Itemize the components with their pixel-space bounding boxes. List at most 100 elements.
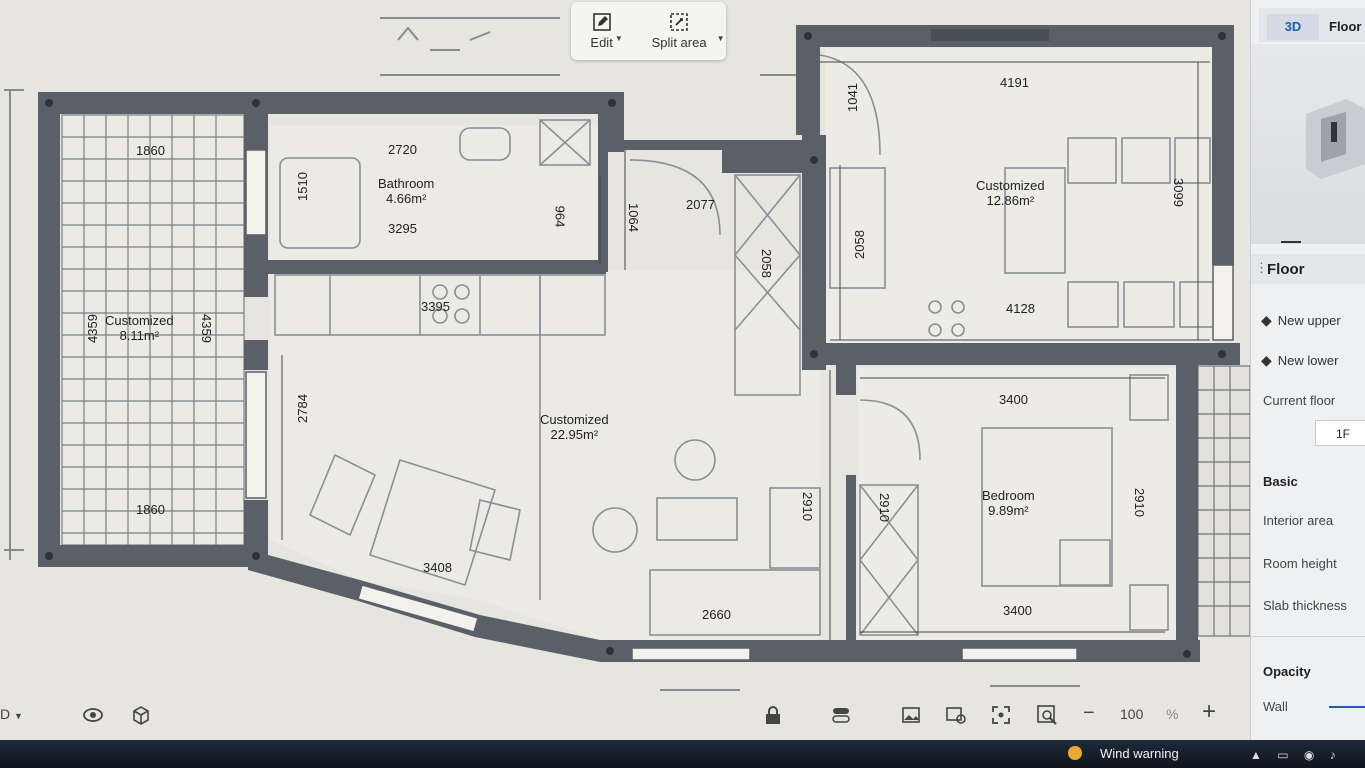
- dim-balcony-left: 4359: [84, 314, 100, 343]
- new-upper-label: New upper: [1277, 312, 1341, 328]
- toggle-icon[interactable]: [830, 704, 852, 726]
- split-area-button[interactable]: Split area ▼: [646, 12, 725, 50]
- dim-living-left: 2784: [294, 394, 310, 423]
- warning-icon: [1068, 746, 1082, 760]
- wall-opacity-slider[interactable]: [1329, 706, 1365, 708]
- current-floor-label: Current floor: [1263, 393, 1336, 408]
- dim-kitchen: 3395: [421, 299, 450, 314]
- bottom-toolbar: D ▼ − 100 % +: [0, 690, 1250, 740]
- dim-hall-door: 1064: [625, 203, 641, 232]
- floorplan-drawing: [0, 0, 1250, 740]
- room-name: Bathroom: [378, 176, 435, 191]
- floor-option-1f[interactable]: 1F: [1315, 420, 1365, 446]
- zoom-level[interactable]: 100: [1120, 706, 1144, 722]
- zoom-out-button[interactable]: −: [1083, 702, 1095, 724]
- opacity-section-label: Opacity: [1263, 664, 1311, 679]
- dim-top-room-right: 3099: [1170, 178, 1186, 207]
- dim-bedroom-left: 2910: [876, 493, 892, 522]
- dim-balcony-right: 4359: [198, 314, 214, 343]
- dim-living-bottom: 3408: [423, 560, 452, 575]
- room-area: 9.89m²: [988, 503, 1029, 518]
- dim-balcony-top: 1860: [136, 143, 165, 158]
- 3d-preview[interactable]: [1251, 44, 1365, 244]
- room-name: Customized: [976, 178, 1045, 193]
- room-label-bathroom[interactable]: Bathroom 4.66m²: [378, 176, 434, 206]
- new-upper-button[interactable]: ◆ New upper: [1261, 305, 1365, 335]
- layers-up-icon: ◆: [1261, 311, 1272, 328]
- room-name: Customized: [540, 412, 609, 427]
- dim-top-room-top: 4191: [1000, 75, 1029, 90]
- zoom-in-button[interactable]: +: [1202, 698, 1217, 725]
- room-label-balcony[interactable]: Customized 8.11m²: [105, 313, 174, 343]
- room-area: 22.95m²: [550, 427, 599, 442]
- dim-top-room-left: 2058: [851, 230, 867, 259]
- room-label-bedroom[interactable]: Bedroom 9.89m²: [982, 488, 1035, 518]
- edit-toolbar: Edit ▼ Split area ▼: [571, 2, 726, 60]
- view-3d-tab[interactable]: 3D: [1267, 14, 1319, 40]
- zoom-unit: %: [1166, 706, 1179, 722]
- dim-bath-bottom: 3295: [388, 221, 417, 236]
- split-area-icon: [670, 13, 688, 31]
- room-area: 12.86m²: [986, 193, 1035, 208]
- interior-area-label: Interior area: [1263, 513, 1334, 528]
- os-taskbar: Wind warning ▲ ▭ ◉ ♪: [0, 740, 1365, 768]
- floor-section-header: ⋮ Floor: [1251, 254, 1365, 284]
- floor-title: Floor: [1267, 261, 1305, 278]
- dim-hall-width: 2077: [686, 197, 715, 212]
- zoom-fit-icon[interactable]: [1036, 704, 1058, 726]
- cube-icon[interactable]: [130, 704, 152, 726]
- dim-closet: 2058: [758, 249, 774, 278]
- layers-down-icon: ◆: [1261, 351, 1272, 368]
- room-height-label: Room height: [1263, 556, 1337, 571]
- edit-icon: [592, 13, 611, 31]
- chevron-down-icon: ▼: [716, 34, 725, 43]
- view-mode-label: D: [0, 706, 11, 722]
- floorplan-canvas[interactable]: Bathroom 4.66m² Customized 8.11m² Custom…: [0, 0, 1250, 740]
- room-label-living[interactable]: Customized 22.95m²: [540, 412, 609, 442]
- dim-balcony-bottom: 1860: [136, 502, 165, 517]
- dim-living-floor: 2660: [702, 607, 731, 622]
- eye-icon[interactable]: [82, 704, 104, 726]
- image-settings-icon[interactable]: [945, 704, 967, 726]
- dim-bedroom-right: 2910: [1131, 488, 1147, 517]
- new-lower-button[interactable]: ◆ New lower: [1261, 345, 1365, 375]
- view-mode-dropdown[interactable]: D ▼: [0, 706, 23, 722]
- dim-top-room-door: 1041: [844, 83, 860, 112]
- balcony-tiles: [61, 114, 245, 546]
- room-label-top-room[interactable]: Customized 12.86m²: [976, 178, 1045, 208]
- dim-living-right: 2910: [799, 492, 815, 521]
- wall-opacity-label: Wall: [1263, 699, 1288, 714]
- properties-panel: 3D Floor ⋮ Floor ◆ New upper ◆ New lower…: [1250, 0, 1365, 745]
- view-floor-tab[interactable]: Floor: [1329, 19, 1362, 34]
- dim-bath-door: 964: [552, 205, 568, 228]
- basic-section-label: Basic: [1263, 474, 1298, 489]
- tray-icons[interactable]: ▲ ▭ ◉ ♪: [1250, 748, 1342, 762]
- focus-icon[interactable]: [990, 704, 1012, 726]
- menu-dots-icon: ⋮: [1255, 260, 1268, 275]
- room-name: Customized: [105, 313, 174, 328]
- chevron-down-icon: ▼: [14, 711, 23, 721]
- dim-top-room-bottom: 4128: [1006, 301, 1035, 316]
- 3d-model-icon: [1281, 99, 1365, 243]
- chevron-down-icon: ▼: [614, 34, 623, 43]
- dim-bedroom-bottom: 3400: [1003, 603, 1032, 618]
- room-name: Bedroom: [982, 488, 1035, 503]
- edit-label: Edit: [590, 35, 613, 50]
- image-icon[interactable]: [900, 704, 922, 726]
- view-toggle: 3D Floor: [1259, 8, 1365, 42]
- dim-bath-top: 2720: [388, 142, 417, 157]
- weather-notification[interactable]: Wind warning: [1100, 746, 1179, 761]
- floor-selector[interactable]: 1F: [1261, 420, 1365, 446]
- divider: [1251, 636, 1365, 637]
- floor-option-empty[interactable]: [1261, 420, 1315, 446]
- room-area: 4.66m²: [385, 191, 427, 206]
- edit-button[interactable]: Edit ▼: [584, 12, 623, 50]
- split-area-label: Split area: [651, 35, 707, 50]
- room-area: 8.11m²: [119, 328, 160, 343]
- lock-icon[interactable]: [762, 704, 784, 726]
- new-lower-label: New lower: [1277, 352, 1339, 368]
- dim-bedroom-top: 3400: [999, 392, 1028, 407]
- dim-bath-left: 1510: [294, 172, 310, 201]
- slab-thickness-label: Slab thickness: [1263, 598, 1347, 613]
